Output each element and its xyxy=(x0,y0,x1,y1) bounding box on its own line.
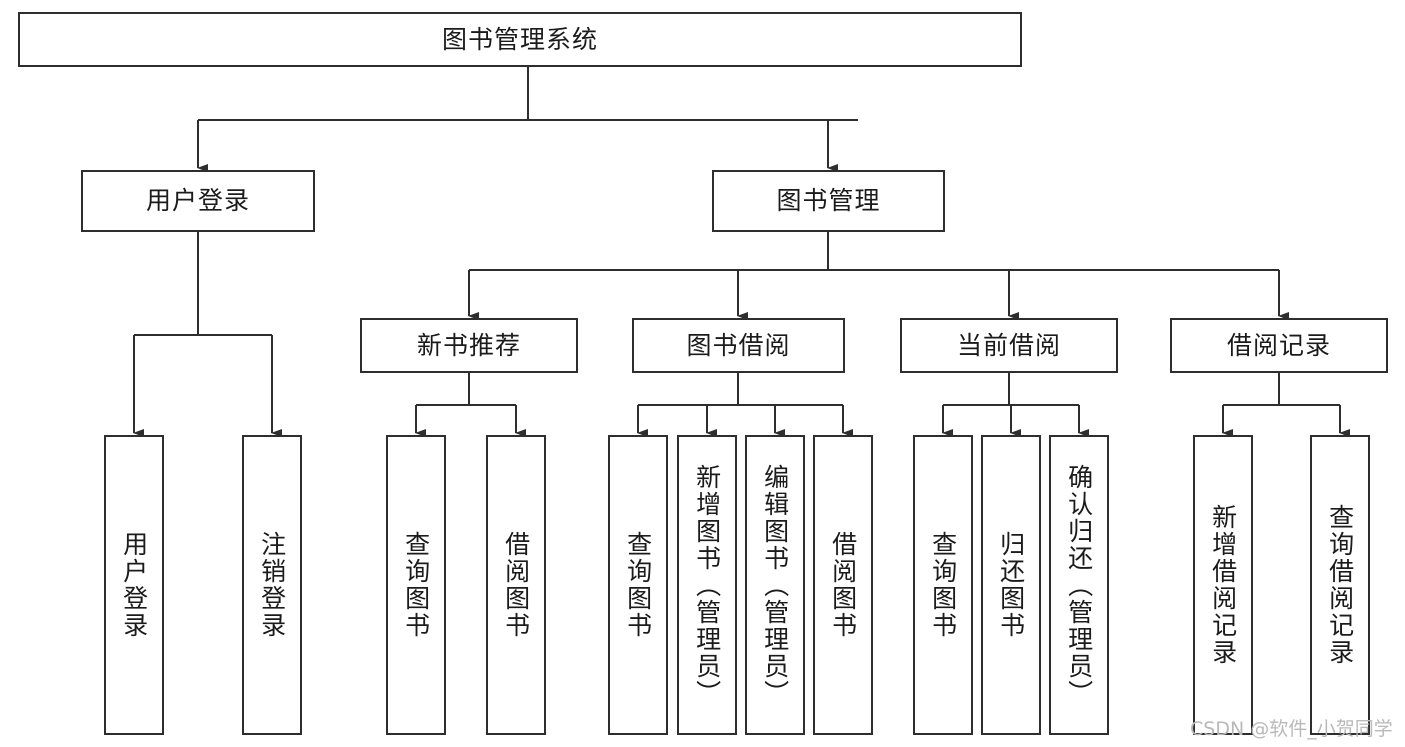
node-book-borrow-label: 图书借阅 xyxy=(686,330,791,360)
leaf-add-borrow-record-label: 新增借阅记录 xyxy=(1208,504,1238,666)
leaf-confirm-return-admin-label: 确认归还（管理员） xyxy=(1064,463,1094,707)
leaf-query-book-borrow[interactable]: 查询图书 xyxy=(608,435,668,735)
leaf-edit-book-admin[interactable]: 编辑图书（管理员） xyxy=(745,435,805,735)
leaf-borrow-book-recommend-label: 借阅图书 xyxy=(501,531,531,639)
leaf-user-login-label: 用户登录 xyxy=(119,531,149,639)
csdn-watermark: CSDN @软件_小贺同学 xyxy=(1190,718,1393,740)
leaf-return-book-label: 归还图书 xyxy=(996,531,1026,639)
node-borrow-records[interactable]: 借阅记录 xyxy=(1170,318,1388,373)
leaf-query-book-current[interactable]: 查询图书 xyxy=(913,435,973,735)
leaf-query-borrow-record-label: 查询借阅记录 xyxy=(1325,504,1355,666)
leaf-confirm-return-admin[interactable]: 确认归还（管理员） xyxy=(1049,435,1109,735)
leaf-borrow-book[interactable]: 借阅图书 xyxy=(813,435,873,735)
leaf-borrow-book-recommend[interactable]: 借阅图书 xyxy=(486,435,546,735)
leaf-logout-login[interactable]: 注销登录 xyxy=(242,435,302,735)
node-root[interactable]: 图书管理系统 xyxy=(18,12,1022,67)
leaf-query-borrow-record[interactable]: 查询借阅记录 xyxy=(1310,435,1370,735)
leaf-query-book-recommend[interactable]: 查询图书 xyxy=(386,435,446,735)
node-user-login-label: 用户登录 xyxy=(145,186,250,215)
leaf-edit-book-admin-label: 编辑图书（管理员） xyxy=(760,463,790,707)
leaf-query-book-recommend-label: 查询图书 xyxy=(401,531,431,639)
node-new-book-recommend-label: 新书推荐 xyxy=(416,330,521,360)
node-user-login[interactable]: 用户登录 xyxy=(81,170,315,232)
leaf-user-login[interactable]: 用户登录 xyxy=(104,435,164,735)
leaf-add-book-admin[interactable]: 新增图书（管理员） xyxy=(677,435,737,735)
node-book-management-label: 图书管理 xyxy=(776,186,881,215)
node-current-borrow-label: 当前借阅 xyxy=(956,330,1061,360)
leaf-add-borrow-record[interactable]: 新增借阅记录 xyxy=(1193,435,1253,735)
leaf-return-book[interactable]: 归还图书 xyxy=(981,435,1041,735)
leaf-add-book-admin-label: 新增图书（管理员） xyxy=(692,463,722,707)
leaf-query-book-borrow-label: 查询图书 xyxy=(623,531,653,639)
leaf-borrow-book-label: 借阅图书 xyxy=(828,531,858,639)
node-new-book-recommend[interactable]: 新书推荐 xyxy=(360,318,578,373)
leaf-query-book-current-label: 查询图书 xyxy=(928,531,958,639)
leaf-logout-login-label: 注销登录 xyxy=(257,531,287,639)
node-root-label: 图书管理系统 xyxy=(441,24,598,54)
node-current-borrow[interactable]: 当前借阅 xyxy=(900,318,1118,373)
node-borrow-records-label: 借阅记录 xyxy=(1226,330,1331,360)
node-book-management[interactable]: 图书管理 xyxy=(712,170,945,232)
node-book-borrow[interactable]: 图书借阅 xyxy=(632,318,845,373)
